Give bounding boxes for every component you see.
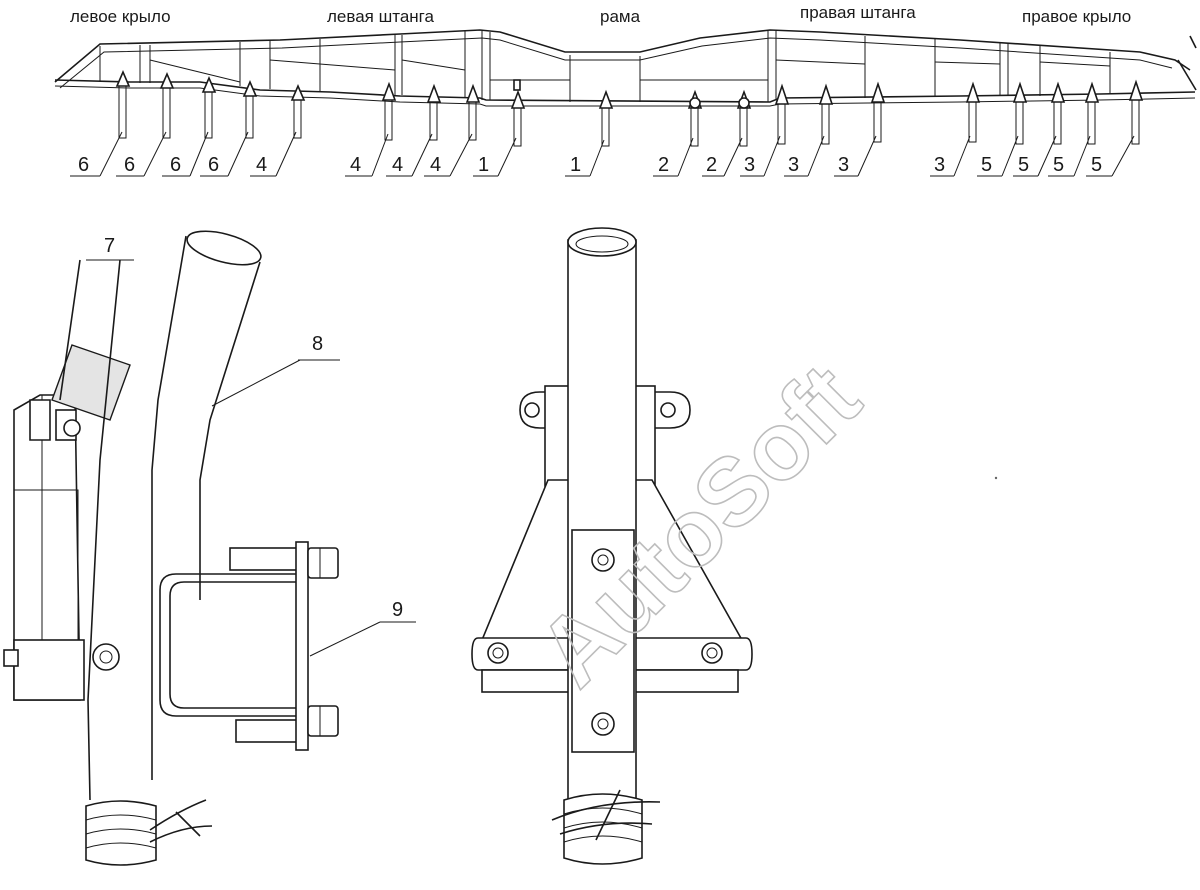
nozzle — [1050, 81, 1066, 145]
nozzle — [1128, 79, 1144, 145]
front-view-detail — [471, 227, 753, 865]
nozzle — [201, 75, 217, 139]
nozzle-number-labels: 6 6 6 6 4 4 4 4 1 1 2 2 3 3 3 3 5 5 5 5 — [70, 131, 1135, 177]
nozzle — [426, 83, 442, 141]
section-label-right-boom: правая штанга — [800, 3, 916, 22]
nozzle — [736, 89, 752, 147]
nozzle — [290, 83, 306, 139]
nozzle — [510, 79, 526, 147]
nozzle — [381, 81, 397, 141]
nozzle — [1084, 81, 1100, 145]
nozzle-number: 2 — [706, 154, 717, 176]
nozzle-number: 5 — [1091, 154, 1102, 176]
section-label-left-boom: левая штанга — [327, 7, 435, 26]
side-view-detail: 7 8 9 — [3, 230, 416, 866]
callout-7: 7 — [104, 235, 115, 257]
nozzle-number: 3 — [744, 154, 755, 176]
nozzle — [115, 69, 131, 139]
nozzle-number: 6 — [170, 154, 181, 176]
nozzle-number: 5 — [1053, 154, 1064, 176]
nozzle — [465, 83, 481, 141]
nozzle-number: 4 — [256, 154, 267, 176]
section-label-left-wing: левое крыло — [70, 7, 171, 26]
boom-truss — [54, 29, 1197, 107]
nozzle-number: 4 — [430, 154, 441, 176]
nozzle-number: 4 — [392, 154, 403, 176]
section-label-right-wing: правое крыло — [1022, 7, 1131, 26]
nozzle — [159, 71, 175, 139]
nozzle-number: 5 — [981, 154, 992, 176]
speck — [994, 476, 998, 480]
nozzle-number: 4 — [350, 154, 361, 176]
nozzle — [242, 79, 258, 139]
nozzle — [818, 83, 834, 145]
nozzle — [1012, 81, 1028, 145]
nozzle — [598, 89, 614, 147]
callout-8: 8 — [312, 333, 323, 355]
nozzle-number: 3 — [788, 154, 799, 176]
nozzle-row — [115, 69, 1144, 147]
nozzle-number: 6 — [78, 154, 89, 176]
callout-9: 9 — [392, 599, 403, 621]
nozzle — [965, 81, 981, 143]
nozzle-number: 6 — [208, 154, 219, 176]
nozzle-number: 6 — [124, 154, 135, 176]
nozzle — [687, 89, 703, 147]
nozzle-number: 1 — [478, 154, 489, 176]
nozzle-number: 1 — [570, 154, 581, 176]
nozzle-number: 3 — [838, 154, 849, 176]
nozzle-number: 3 — [934, 154, 945, 176]
nozzle — [870, 81, 886, 143]
section-label-frame: рама — [600, 7, 641, 26]
nozzle — [774, 83, 790, 145]
nozzle-number: 5 — [1018, 154, 1029, 176]
nozzle-number: 2 — [658, 154, 669, 176]
